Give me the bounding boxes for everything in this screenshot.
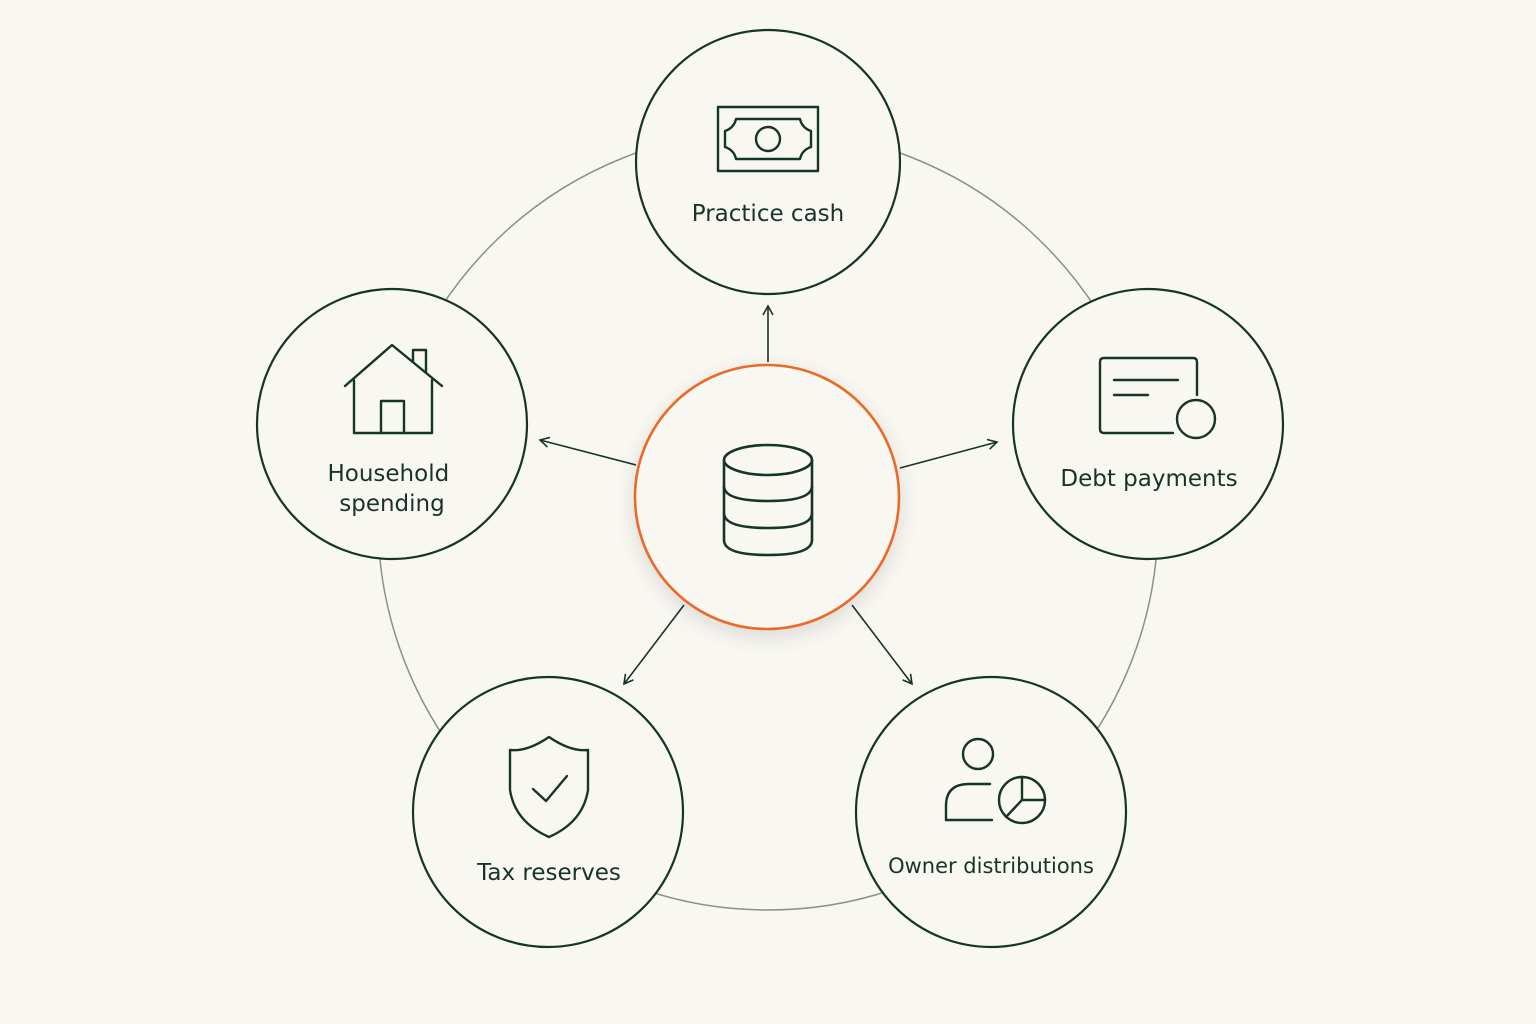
node-circle xyxy=(255,287,529,561)
node-label: Owner distributions xyxy=(888,854,1094,878)
arrow-to-tax-reserves xyxy=(623,604,685,686)
credit-card-icon xyxy=(1098,356,1217,440)
node-debt-payments: Debt payments xyxy=(1011,287,1285,561)
house-icon xyxy=(343,343,444,435)
node-label-line-2: spending xyxy=(339,491,444,517)
node-tax-reserves: Tax reserves xyxy=(411,675,685,949)
shield-check-icon xyxy=(508,735,590,839)
node-label: Tax reserves xyxy=(476,860,621,886)
node-owner-distributions: Owner distributions xyxy=(854,675,1128,949)
banknote-icon xyxy=(716,105,820,173)
database-icon xyxy=(722,443,814,557)
node-circle xyxy=(411,675,685,949)
node-label: Debt payments xyxy=(1060,466,1237,492)
node-household-spending: Household spending xyxy=(255,287,529,561)
arrow-to-debt-payments xyxy=(899,438,999,469)
hub-circle xyxy=(633,363,901,631)
node-circle xyxy=(634,28,902,296)
node-circle xyxy=(854,675,1128,949)
node-label: Practice cash xyxy=(692,201,844,227)
arrow-to-owner-distributions xyxy=(851,604,913,686)
user-pie-chart-icon xyxy=(944,737,1047,825)
arrow-to-household-spending xyxy=(538,436,637,466)
node-circle xyxy=(1011,287,1285,561)
node-label-line-1: Household xyxy=(327,461,449,487)
central-hub xyxy=(633,363,901,631)
node-practice-cash: Practice cash xyxy=(634,28,902,296)
node-label: Household spending xyxy=(327,461,456,517)
